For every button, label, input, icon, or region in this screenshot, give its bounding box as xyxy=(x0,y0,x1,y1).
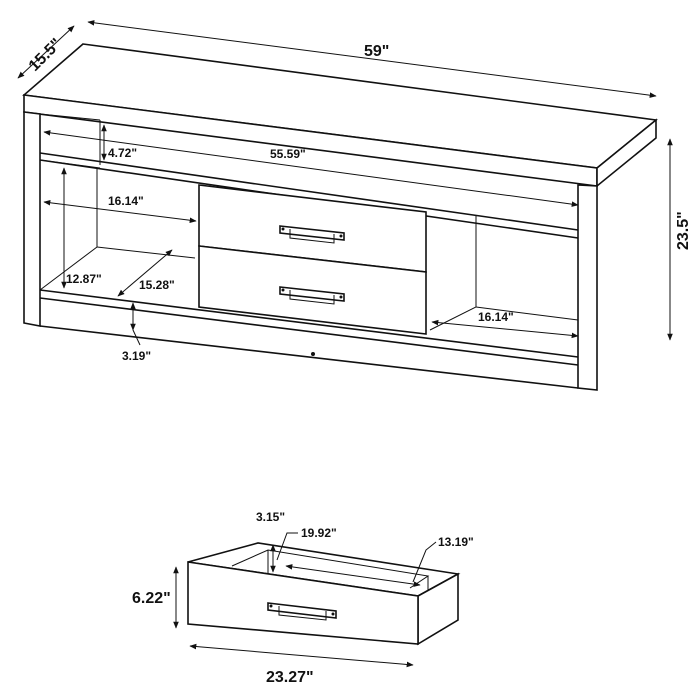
tv-stand-drawing xyxy=(22,43,658,391)
drawer-side-height-label: 3.15" xyxy=(256,510,285,524)
height-label: 23.5" xyxy=(675,211,692,250)
lower-drawer-handle xyxy=(279,286,345,305)
cubby-height-label: 12.87" xyxy=(66,272,102,286)
top-shelf-height-label: 4.72" xyxy=(108,146,137,160)
tv-stand-dimensions xyxy=(17,20,673,346)
drawer-front-width-label: 23.27" xyxy=(266,669,314,686)
right-side-panel xyxy=(577,184,598,391)
left-cubby-width-label: 16.14" xyxy=(108,194,144,208)
cubby-depth-label: 15.28" xyxy=(139,278,175,292)
width-label: 59" xyxy=(364,43,389,60)
right-cubby-width-label: 16.14" xyxy=(478,310,514,324)
drawer-front-handle xyxy=(267,602,337,621)
drawer-inner-width-label: 19.92" xyxy=(301,526,337,540)
drawer-dimensions xyxy=(173,532,437,668)
inner-width-label: 55.59" xyxy=(270,147,306,161)
left-side-panel xyxy=(23,111,41,327)
base-height-label: 3.19" xyxy=(122,349,151,363)
drawer-detail-drawing xyxy=(187,542,461,646)
upper-drawer-handle xyxy=(279,225,345,244)
drawer-inner-depth-label: 13.19" xyxy=(438,535,474,549)
drawer-front-height-label: 6.22" xyxy=(132,590,171,607)
